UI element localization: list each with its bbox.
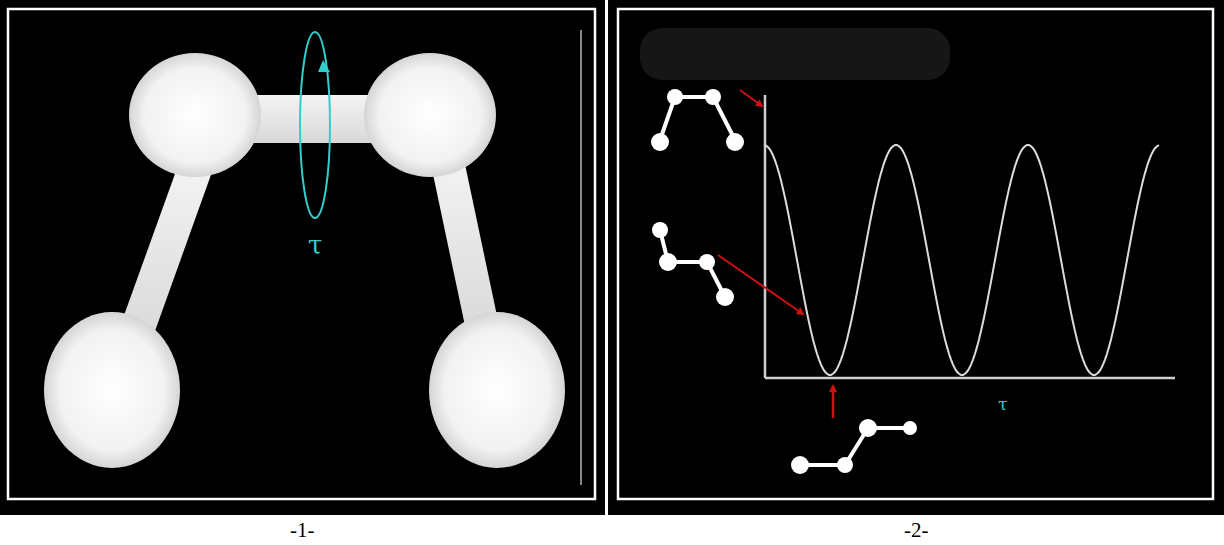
axis-label: τ — [998, 396, 1007, 413]
panel-one — [0, 0, 605, 515]
bond — [430, 150, 500, 340]
y-axis — [764, 95, 767, 378]
torsion-label: τ — [308, 232, 322, 258]
atom — [129, 53, 261, 177]
panel-two — [608, 0, 1224, 515]
pointer-arrow — [718, 255, 803, 314]
bond — [250, 95, 380, 143]
pointer-arrow — [832, 386, 835, 418]
torsion-arrow — [300, 32, 330, 218]
molecule-icon — [800, 428, 910, 465]
molecule-icon — [660, 230, 725, 297]
blurred-title-area — [640, 28, 950, 80]
panel-caption: -2- — [904, 520, 929, 541]
atom — [429, 312, 565, 468]
energy-curve — [765, 145, 1159, 375]
atom — [364, 53, 496, 177]
torsion-arrowhead — [318, 60, 330, 72]
panel-caption: -1- — [290, 520, 315, 541]
atom — [44, 312, 180, 468]
x-axis — [765, 377, 1175, 380]
pointer-arrow — [740, 90, 762, 106]
